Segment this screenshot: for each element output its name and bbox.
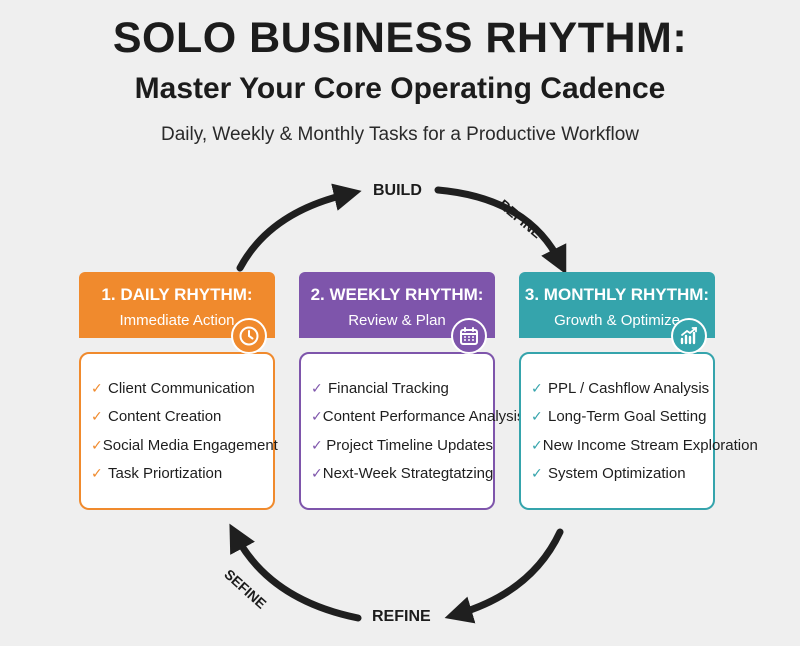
weekly-rhythm-card: 2. WEEKLY RHYTHM: Review & Plan ✓ Financi… (299, 272, 525, 510)
task-item: ✓ System Optimization (531, 460, 713, 489)
monthly-task-list: ✓ PPL / Cashflow Analysis ✓ Long-Term Goal… (519, 352, 758, 510)
cycle-label-refine-bottom: REFINE (372, 608, 431, 625)
task-label: Client Communication (108, 379, 255, 397)
daily-card-subtitle: Immediate Action (119, 312, 235, 329)
monthly-card-title: 3. MONTHLY RHYTHM: (524, 285, 710, 304)
page-subtitle: Master Your Core Operating Cadence (134, 72, 666, 105)
task-item: ✓ Task Priortization (91, 460, 273, 489)
check-icon: ✓ (91, 379, 103, 396)
task-label: Content Creation (108, 408, 222, 426)
task-label: Social Media Engagement (102, 436, 278, 454)
arrow-bottom-left (229, 523, 362, 622)
check-icon: ✓ (91, 436, 103, 453)
check-icon: ✓ (91, 408, 103, 425)
task-label: Content Performance Analysis (322, 408, 525, 426)
weekly-card-header: 2. WEEKLY RHYTHM: Review & Plan (299, 272, 495, 354)
monthly-rhythm-card: 3. MONTHLY RHYTHM: Growth & Optimize ✓ PP… (519, 272, 758, 510)
task-label: Project Timeline Updates (326, 436, 493, 454)
task-label: Financial Tracking (328, 379, 449, 397)
task-label: New Income Stream Exploration (542, 436, 758, 454)
task-item: ✓New Income Stream Exploration (531, 431, 758, 460)
task-item: ✓Project Timeline Updates (311, 431, 493, 460)
daily-rhythm-card: 1. DAILY RHYTHM: Immediate Action ✓ Clien… (79, 272, 278, 510)
task-item: ✓ Content Creation (91, 403, 273, 432)
check-icon: ✓ (91, 465, 103, 482)
check-icon: ✓ (531, 408, 543, 425)
task-label: Next-Week Strategtatzing (322, 465, 494, 483)
monthly-card-subtitle: Growth & Optimize (554, 312, 680, 329)
daily-card-title: 1. DAILY RHYTHM: (101, 285, 253, 304)
task-item: ✓ PPL / Cashflow Analysis (531, 374, 713, 403)
weekly-card-subtitle: Review & Plan (348, 312, 446, 329)
monthly-card-header: 3. MONTHLY RHYTHM: Growth & Optimize (519, 272, 715, 354)
task-item: ✓ Long-Term Goal Setting (531, 403, 713, 432)
task-item: ✓Content Performance Analysis (311, 403, 525, 432)
check-icon: ✓ (531, 436, 543, 453)
growth-chart-icon (671, 318, 707, 354)
task-label: Long-Term Goal Setting (548, 408, 707, 426)
calendar-icon (451, 318, 487, 354)
check-icon: ✓ (311, 379, 323, 396)
check-icon: ✓ (531, 379, 543, 396)
arrow-bottom-right (444, 528, 564, 624)
daily-task-list: ✓Client Communication ✓Content Creation … (79, 352, 278, 510)
page-tagline: Daily, Weekly & Monthly Tasks for a Prod… (161, 124, 639, 145)
check-icon: ✓ (311, 465, 323, 482)
task-item: ✓Next-Week Strategtatzing (311, 460, 493, 489)
check-icon: ✓ (311, 408, 323, 425)
task-item: ✓ Client Communication (91, 374, 273, 403)
clock-icon (231, 318, 267, 354)
weekly-task-list: ✓Financial Tracking ✓Content Performance… (299, 352, 525, 510)
daily-card-header: 1. DAILY RHYTHM: Immediate Action (79, 272, 275, 354)
task-item: ✓Social Media Engagement (91, 431, 278, 460)
cycle-label-build: BUILD (373, 182, 422, 199)
task-label: Task Priortization (108, 465, 223, 483)
arrow-top-left (236, 183, 362, 272)
weekly-card-title: 2. WEEKLY RHYTHM: (310, 285, 484, 304)
arrow-top-right (434, 186, 567, 275)
check-icon: ✓ (531, 465, 543, 482)
page-title: SOLO BUSINESS RHYTHM: (112, 14, 688, 62)
task-item: ✓ Financial Tracking (311, 374, 493, 403)
task-label: System Optimization (548, 465, 686, 483)
check-icon: ✓ (311, 436, 323, 453)
task-label: PPL / Cashflow Analysis (548, 379, 710, 397)
